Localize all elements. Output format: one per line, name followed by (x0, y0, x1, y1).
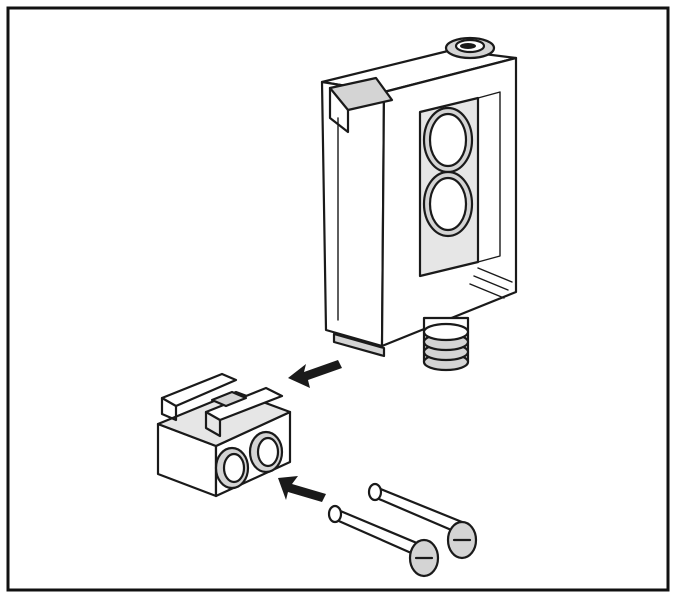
connector-ring-4 (422, 322, 470, 342)
clip-inner-tab (210, 390, 248, 408)
clip-rail-top (160, 372, 238, 408)
mounting-screws (327, 482, 478, 578)
arrow-screws-to-clip (278, 476, 326, 502)
clip-hole-left-inner (222, 452, 246, 484)
clip-rail-edge (160, 396, 178, 422)
clip-rail2-top (204, 386, 284, 422)
lens-window-side (477, 91, 501, 263)
screw-front-tip (327, 504, 343, 524)
top-boss-hole (460, 43, 476, 49)
arrow-1-shape (288, 360, 342, 388)
arrow-sensor-to-clip (288, 360, 342, 388)
sensor-cap-edge (328, 86, 350, 134)
sensor-bottom-lip (332, 332, 386, 358)
receiver-lens-inner (428, 176, 468, 232)
sensor-cap-ridge (328, 76, 394, 112)
screw-front (327, 504, 440, 578)
screw-back-tip (367, 482, 383, 502)
arrow-2-shape (278, 476, 326, 502)
clip-rail2-edge (204, 410, 222, 438)
sensor-left-face (320, 80, 386, 348)
emitter-lens-inner (428, 112, 468, 168)
sensor-ribs (469, 267, 513, 299)
clip-hole-right-inner (256, 436, 280, 468)
photoelectric-sensor-housing (320, 36, 518, 372)
screw-back (367, 482, 478, 560)
mounting-clip (156, 372, 292, 498)
